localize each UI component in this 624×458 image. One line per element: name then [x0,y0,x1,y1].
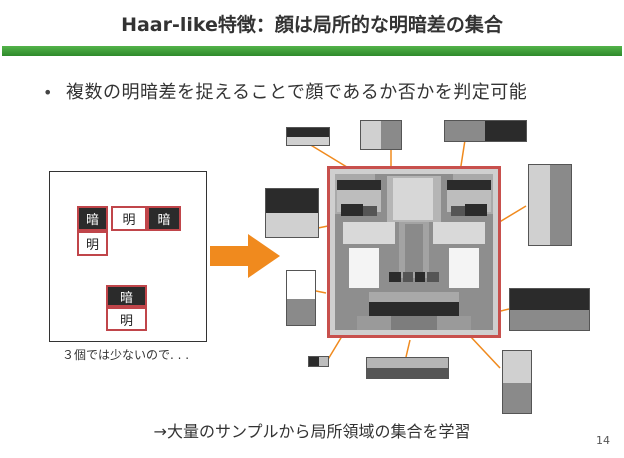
feature-demo-box: 暗 明 明 暗 暗 明 [49,171,207,342]
demo-feature3-dark: 暗 [106,285,147,307]
feature-box-9 [366,357,449,379]
feature-box-6 [286,270,316,326]
demo-feature3-light: 明 [106,307,147,331]
feature-box-3 [444,120,527,142]
slide-title: Haar-like特徴：顔は局所的な明暗差の集合 [121,14,503,36]
left-caption: ３個では少ないので. . . [62,348,190,362]
feature-box-2 [360,120,402,150]
page-number: 14 [596,434,610,447]
title-rule [2,46,622,56]
bottom-caption: →大量のサンプルから局所領域の集合を学習 [153,422,471,441]
bullet-text: 複数の明暗差を捉えることで顔であるか否かを判定可能 [66,82,528,103]
feature-box-10 [502,350,532,414]
feature-box-4 [265,188,319,238]
right-arrow-icon [210,234,280,278]
demo-feature2-dark: 暗 [147,206,181,231]
feature-box-5 [528,164,572,246]
demo-feature1-dark: 暗 [77,206,108,231]
bullet-dot: • [43,83,53,102]
demo-feature2-light: 明 [111,206,147,231]
feature-box-7 [509,288,590,331]
feature-box-1 [286,127,330,146]
face-haar-diagram [327,166,501,338]
demo-feature1-light: 明 [77,231,108,256]
feature-box-8 [308,356,329,367]
